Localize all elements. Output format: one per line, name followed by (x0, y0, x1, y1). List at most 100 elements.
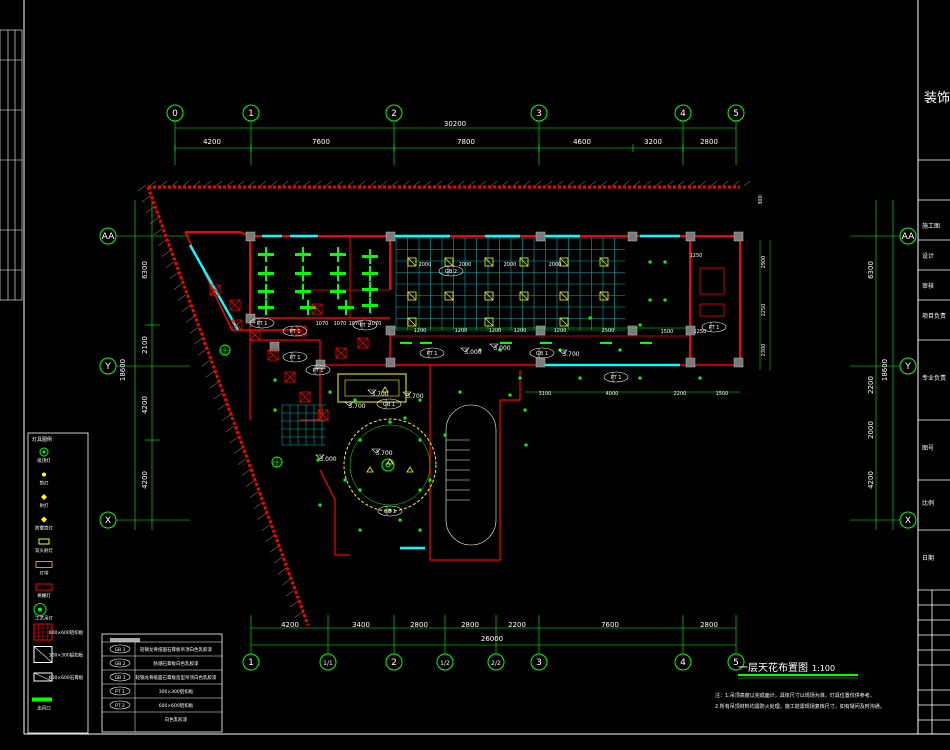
material-tag-label: GB 2 (445, 269, 457, 275)
downlight-icon (648, 260, 652, 264)
ceiling-grid-area (395, 237, 625, 331)
downlight-icon (508, 393, 512, 397)
inner-dim: 1070 (316, 321, 329, 327)
material-tag-label: PT 1 (290, 355, 301, 361)
inner-dim: 1200 (489, 328, 502, 334)
downlight-icon (358, 488, 362, 492)
material-tag: GB 1 (376, 398, 402, 410)
downlight-icon (443, 433, 447, 437)
legend-item: 出风口 (32, 697, 52, 712)
inner-dim: 2000 (549, 262, 562, 268)
drawing-frame (23, 0, 950, 735)
top-span-dim: 2800 (700, 138, 718, 146)
downlight-icon (663, 298, 667, 302)
inner-dim: 2900 (761, 256, 767, 269)
inner-dim: 1070 (334, 321, 347, 327)
legend-item-label: 双头射灯 (35, 547, 53, 554)
inner-dim: 2200 (674, 391, 687, 397)
downlight-icon (403, 416, 407, 420)
overall-dim-left: 18600 (119, 359, 127, 381)
earth-hatch (137, 180, 751, 619)
material-tag-label: PT 1 (313, 368, 324, 374)
material-row-code: GB 1 (115, 647, 126, 653)
fixture-legend: 灯具图例 吸顶灯筒灯射灯防雾筒灯双头射灯灯带格栅灯工艺吊灯600×600铝扣板3… (27, 432, 89, 734)
title-block-company: 装饰 (924, 91, 950, 106)
grid-bubble-label: Y (104, 362, 111, 372)
inner-dim: 2500 (602, 328, 615, 334)
spotlight-icon (381, 386, 389, 393)
title-block-row: 专业负责 (922, 374, 946, 382)
elevation-label: 3.700 (406, 393, 423, 400)
title-block-row: 项目负责 (922, 312, 946, 320)
inner-dim: 1200 (414, 328, 427, 334)
downlight-icon (273, 408, 277, 412)
legend-item: 防雾筒灯 (35, 516, 53, 532)
downlight-icon (358, 438, 362, 442)
material-tag-label: PT 1 (427, 351, 438, 357)
inner-dim: 1070 (349, 321, 362, 327)
legend-item-label: 格栅灯 (37, 592, 51, 599)
elevation-label: 3.000 (493, 345, 510, 352)
material-tag: PT 1 (249, 317, 275, 329)
inner-dim: 1200 (514, 328, 527, 334)
small-tiled-area (281, 404, 326, 446)
downlight-icon (618, 348, 622, 352)
top-span-dim: 3200 (644, 138, 662, 146)
downlight-icon (648, 298, 652, 302)
drawing-scale-text: 1:100 (812, 664, 835, 673)
material-row-text: 600×600铝扣板 (159, 702, 194, 709)
material-row-code: GB 3 (115, 675, 126, 681)
grid-bubble-label: 5 (733, 109, 739, 119)
inner-dim: 3100 (539, 391, 552, 397)
downlight-icon (638, 323, 642, 327)
overall-dim-right: 18600 (881, 359, 889, 381)
inner-dim: 1200 (455, 328, 468, 334)
legend-item: 格栅灯 (35, 583, 53, 599)
windows (188, 234, 680, 550)
right-span-dim: 2200 (867, 376, 875, 394)
grid-bubble-label: 1 (248, 658, 254, 668)
legend-item: 600×600石膏板 (33, 672, 84, 682)
material-tag-label: GB 1 (384, 509, 396, 515)
top-span-dim: 4600 (573, 138, 591, 146)
left-span-dim: 2100 (141, 336, 149, 354)
material-row-text: 轻钢龙骨纸面石膏板造型吊顶白色乳胶漆 (136, 674, 217, 681)
legend-item: 灯带 (35, 561, 53, 577)
top-span-dim: 7800 (457, 138, 475, 146)
material-tag: PT 1 (603, 371, 629, 383)
title-block-row: 设计 (922, 252, 934, 260)
material-tag: PT 1 (419, 347, 445, 359)
material-tag-label: PT 1 (290, 329, 301, 335)
bottom-span-dim: 2800 (410, 621, 428, 629)
right-span-dim: 4200 (867, 471, 875, 489)
grid-bubble-label: 3 (536, 658, 542, 668)
overall-dim-bottom: 26000 (481, 635, 503, 643)
material-tag-label: PT 1 (709, 325, 720, 331)
material-row-code: PT 1 (115, 689, 125, 695)
inner-dim: 1500 (716, 391, 729, 397)
material-row-text: 白色乳胶漆 (165, 716, 188, 723)
legend-item-label: 吸顶灯 (37, 457, 51, 464)
grid-bubble-label: 5 (733, 658, 739, 668)
elevation-label: 3.700 (562, 351, 579, 358)
downlight-icon (523, 408, 527, 412)
downlight-icon (478, 348, 482, 352)
grid-bubble-label: 2 (391, 658, 397, 668)
downlight-icon (418, 488, 422, 492)
material-tag-label: PT 1 (360, 323, 371, 329)
bottom-span-dim: 3400 (352, 621, 370, 629)
downlight-icon (388, 420, 392, 424)
downlight-icon (458, 390, 462, 394)
legend-item: 300×300铝扣板 (33, 646, 84, 663)
material-tag-label: PT 1 (257, 321, 268, 327)
downlight-icon (328, 390, 332, 394)
grid-bubble-label: 1/2 (440, 660, 450, 667)
legend-item-label: 射灯 (40, 502, 49, 509)
grid-bubble-label: 4 (680, 658, 686, 668)
material-tag: PT 1 (305, 364, 331, 376)
